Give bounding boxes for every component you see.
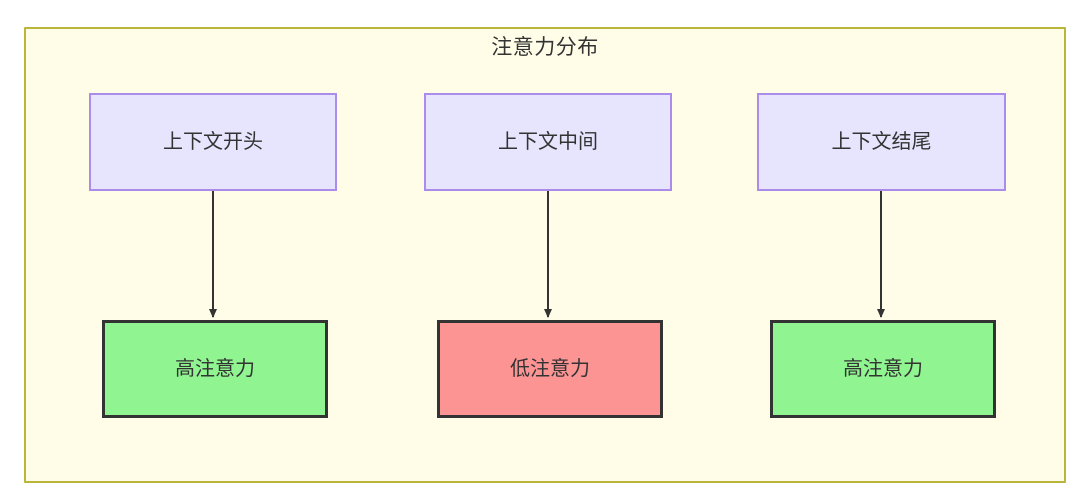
node-attention-end[interactable]: 高注意力 <box>770 320 996 418</box>
node-context-middle[interactable]: 上下文中间 <box>424 93 672 191</box>
node-context-end[interactable]: 上下文结尾 <box>757 93 1006 191</box>
node-context-start[interactable]: 上下文开头 <box>89 93 337 191</box>
node-attention-start[interactable]: 高注意力 <box>102 320 328 418</box>
diagram-title: 注意力分布 <box>491 36 599 59</box>
node-attention-middle[interactable]: 低注意力 <box>437 320 663 418</box>
